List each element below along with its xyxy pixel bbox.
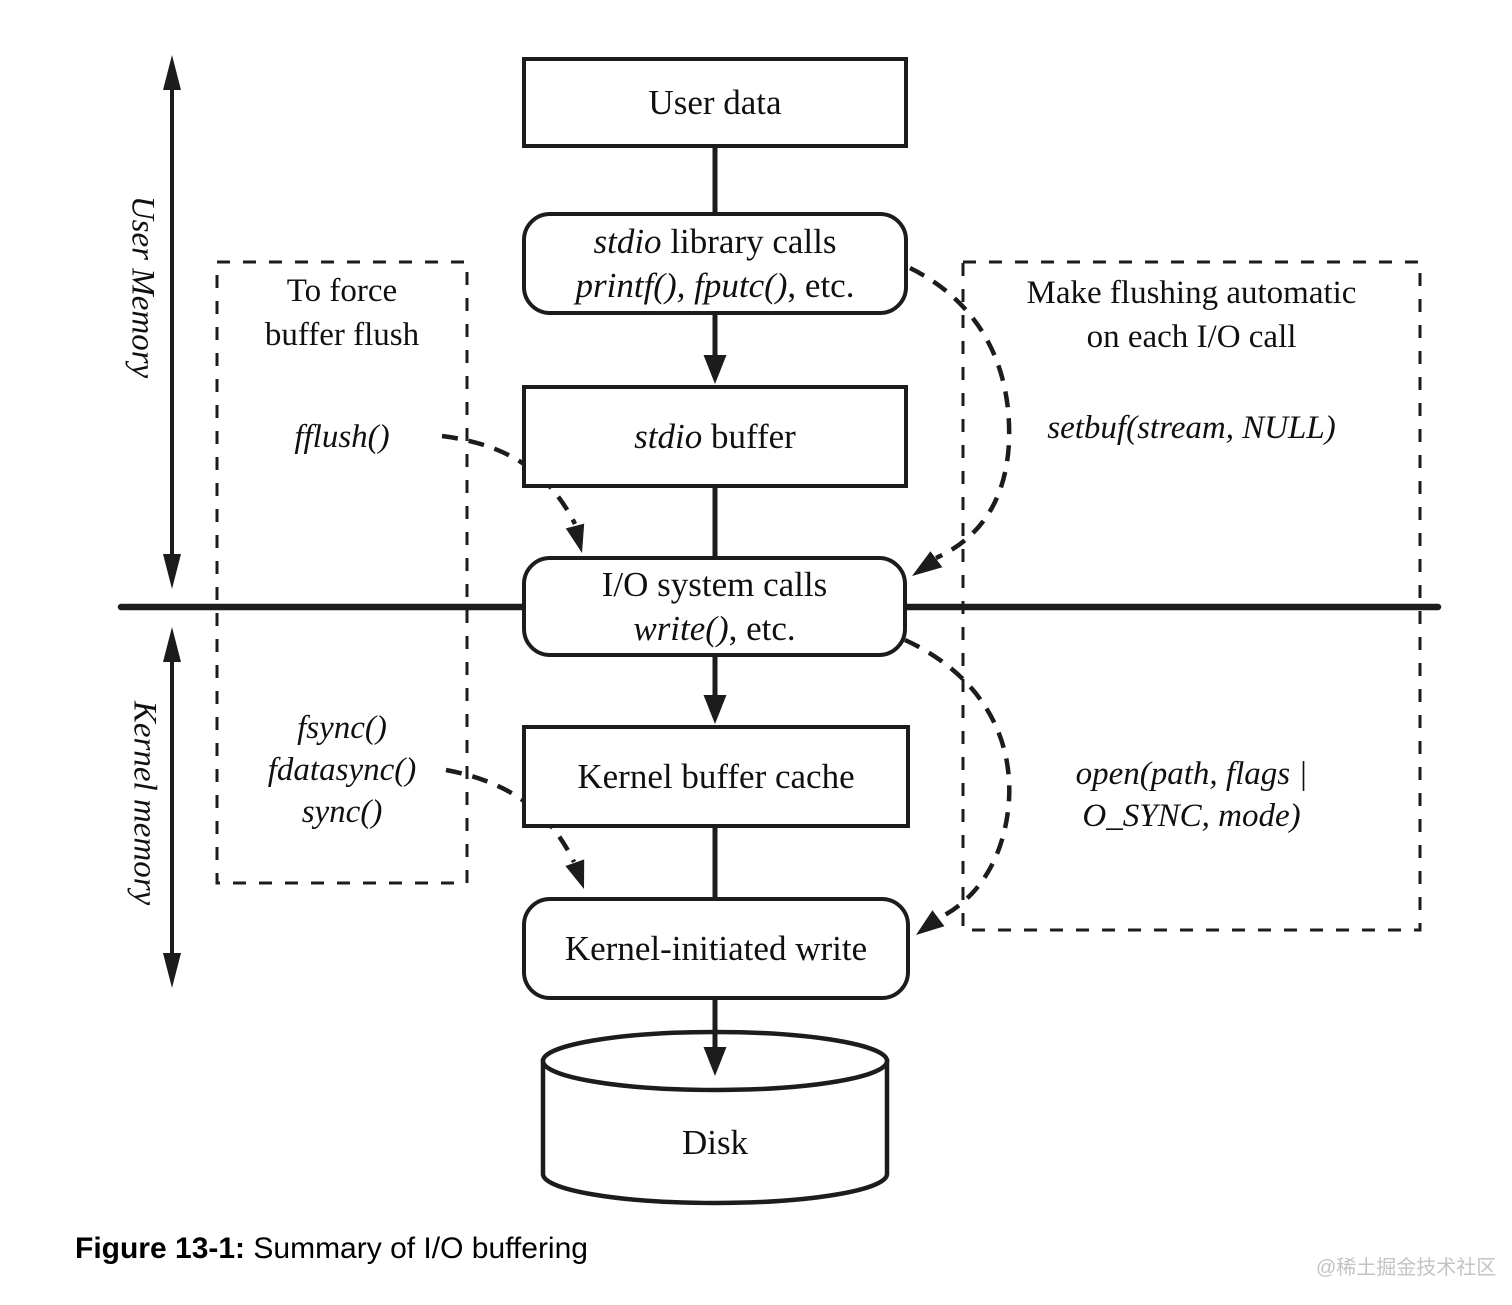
node-stdio-library-calls-line2: printf(), fputc(), etc. (575, 265, 855, 305)
arrowhead-icon (565, 523, 585, 553)
arrowhead-up-icon (163, 627, 181, 662)
node-stdio-buffer-label: stdio buffer (634, 416, 796, 456)
arrowhead-down-icon (703, 695, 727, 724)
fsync-calls-label: fsync() fdatasync() sync() (267, 710, 417, 830)
node-io-system-calls-line2: write(), etc. (633, 608, 796, 648)
arrowhead-icon (565, 859, 585, 889)
user-memory-label: User Memory (124, 195, 161, 379)
arrowhead-down-icon (703, 355, 727, 384)
node-io-system-calls: I/O system calls write(), etc. (522, 556, 907, 657)
force-flush-dashed-box (215, 260, 469, 885)
dashed-arrow-stdiocalls-to-iosyscalls-setbuf (909, 265, 1012, 561)
auto-flush-dashed-box (961, 260, 1422, 932)
node-user-data: User data (522, 57, 908, 148)
node-io-system-calls-line1: I/O system calls (601, 564, 828, 604)
node-user-data-label: User data (648, 82, 782, 122)
arrowhead-icon (912, 551, 943, 576)
arrowhead-down-icon (703, 1047, 727, 1076)
node-stdio-library-calls: stdio library calls printf(), fputc(), e… (522, 212, 908, 315)
setbuf-call-label: setbuf(stream, NULL) (1047, 410, 1336, 446)
figure-caption-text: Summary of I/O buffering (245, 1232, 588, 1265)
fflush-call-label: fflush() (294, 419, 390, 455)
auto-flush-heading: Make flushing automatic on each I/O call (1026, 275, 1357, 355)
arrowhead-down-icon (163, 554, 181, 589)
arrowhead-up-icon (163, 55, 181, 90)
node-disk-label: Disk (681, 1123, 749, 1162)
open-osync-call-label: open(path, flags | O_SYNC, mode) (1075, 756, 1308, 834)
node-kernel-buffer-cache: Kernel buffer cache (522, 725, 910, 828)
figure-caption-number: Figure 13-1: (75, 1232, 246, 1265)
arrowhead-down-icon (163, 953, 181, 988)
arrowhead-icon (916, 910, 945, 935)
node-stdio-buffer: stdio buffer (522, 385, 908, 488)
disk-cylinder-body (540, 1058, 890, 1206)
kernel-memory-label: Kernel memory (126, 700, 163, 906)
node-stdio-library-calls-line1: stdio library calls (593, 221, 837, 261)
dashed-arrow-iosyscalls-to-kernelwrite-osync (904, 637, 1012, 921)
node-kernel-buffer-cache-label: Kernel buffer cache (577, 756, 855, 796)
node-kernel-initiated-write: Kernel-initiated write (522, 897, 910, 1000)
node-kernel-initiated-write-label: Kernel-initiated write (564, 928, 868, 968)
watermark-text: @稀土掘金技术社区 (1316, 1257, 1497, 1279)
figure-caption: Figure 13-1: Summary of I/O buffering (75, 1230, 588, 1268)
force-flush-heading: To force buffer flush (264, 273, 420, 353)
